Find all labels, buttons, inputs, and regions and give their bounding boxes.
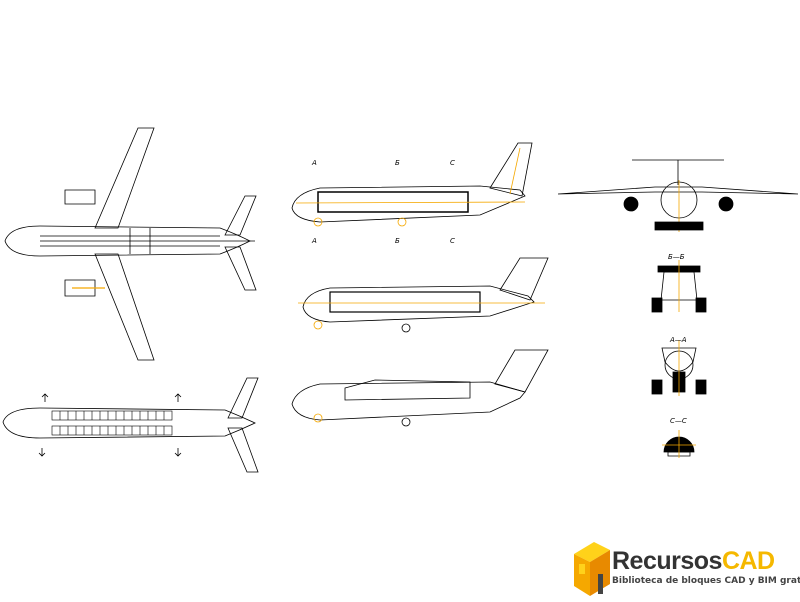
recursoscad-logo: RecursosCAD Biblioteca de bloques CAD y …: [572, 540, 800, 598]
aircraft-top-view: [4, 127, 257, 361]
section-mark-c-top: C: [450, 159, 455, 167]
section-mark-c-bottom: C: [450, 237, 455, 245]
section-mark-b-bottom: Б: [395, 237, 400, 245]
logo-brand: RecursosCAD: [612, 548, 775, 574]
aircraft-cabin-layout: [2, 377, 259, 473]
aircraft-front-view: [557, 159, 799, 232]
section-c-c-drawing: [662, 430, 696, 458]
section-mark-a-bottom: A: [311, 237, 317, 245]
logo-brand-cad: CAD: [721, 547, 775, 575]
section-a-a-drawing: [651, 340, 707, 396]
house-block-logo-icon: [574, 542, 610, 596]
aircraft-side-view-c: [291, 349, 549, 427]
section-title-c-c: C—C: [670, 417, 687, 425]
aircraft-side-view-b: [298, 257, 549, 333]
section-mark-b-top: Б: [395, 159, 400, 167]
section-title-b-b: Б—Б: [668, 253, 685, 261]
logo-brand-recursos: Recursos: [612, 547, 722, 575]
section-b-b-drawing: [651, 260, 707, 313]
logo-tagline: Biblioteca de bloques CAD y BIM gratuita: [612, 576, 800, 586]
aircraft-side-view-a: [291, 142, 533, 227]
section-title-a-a: A—A: [669, 336, 687, 344]
section-mark-a-top: A: [311, 159, 317, 167]
